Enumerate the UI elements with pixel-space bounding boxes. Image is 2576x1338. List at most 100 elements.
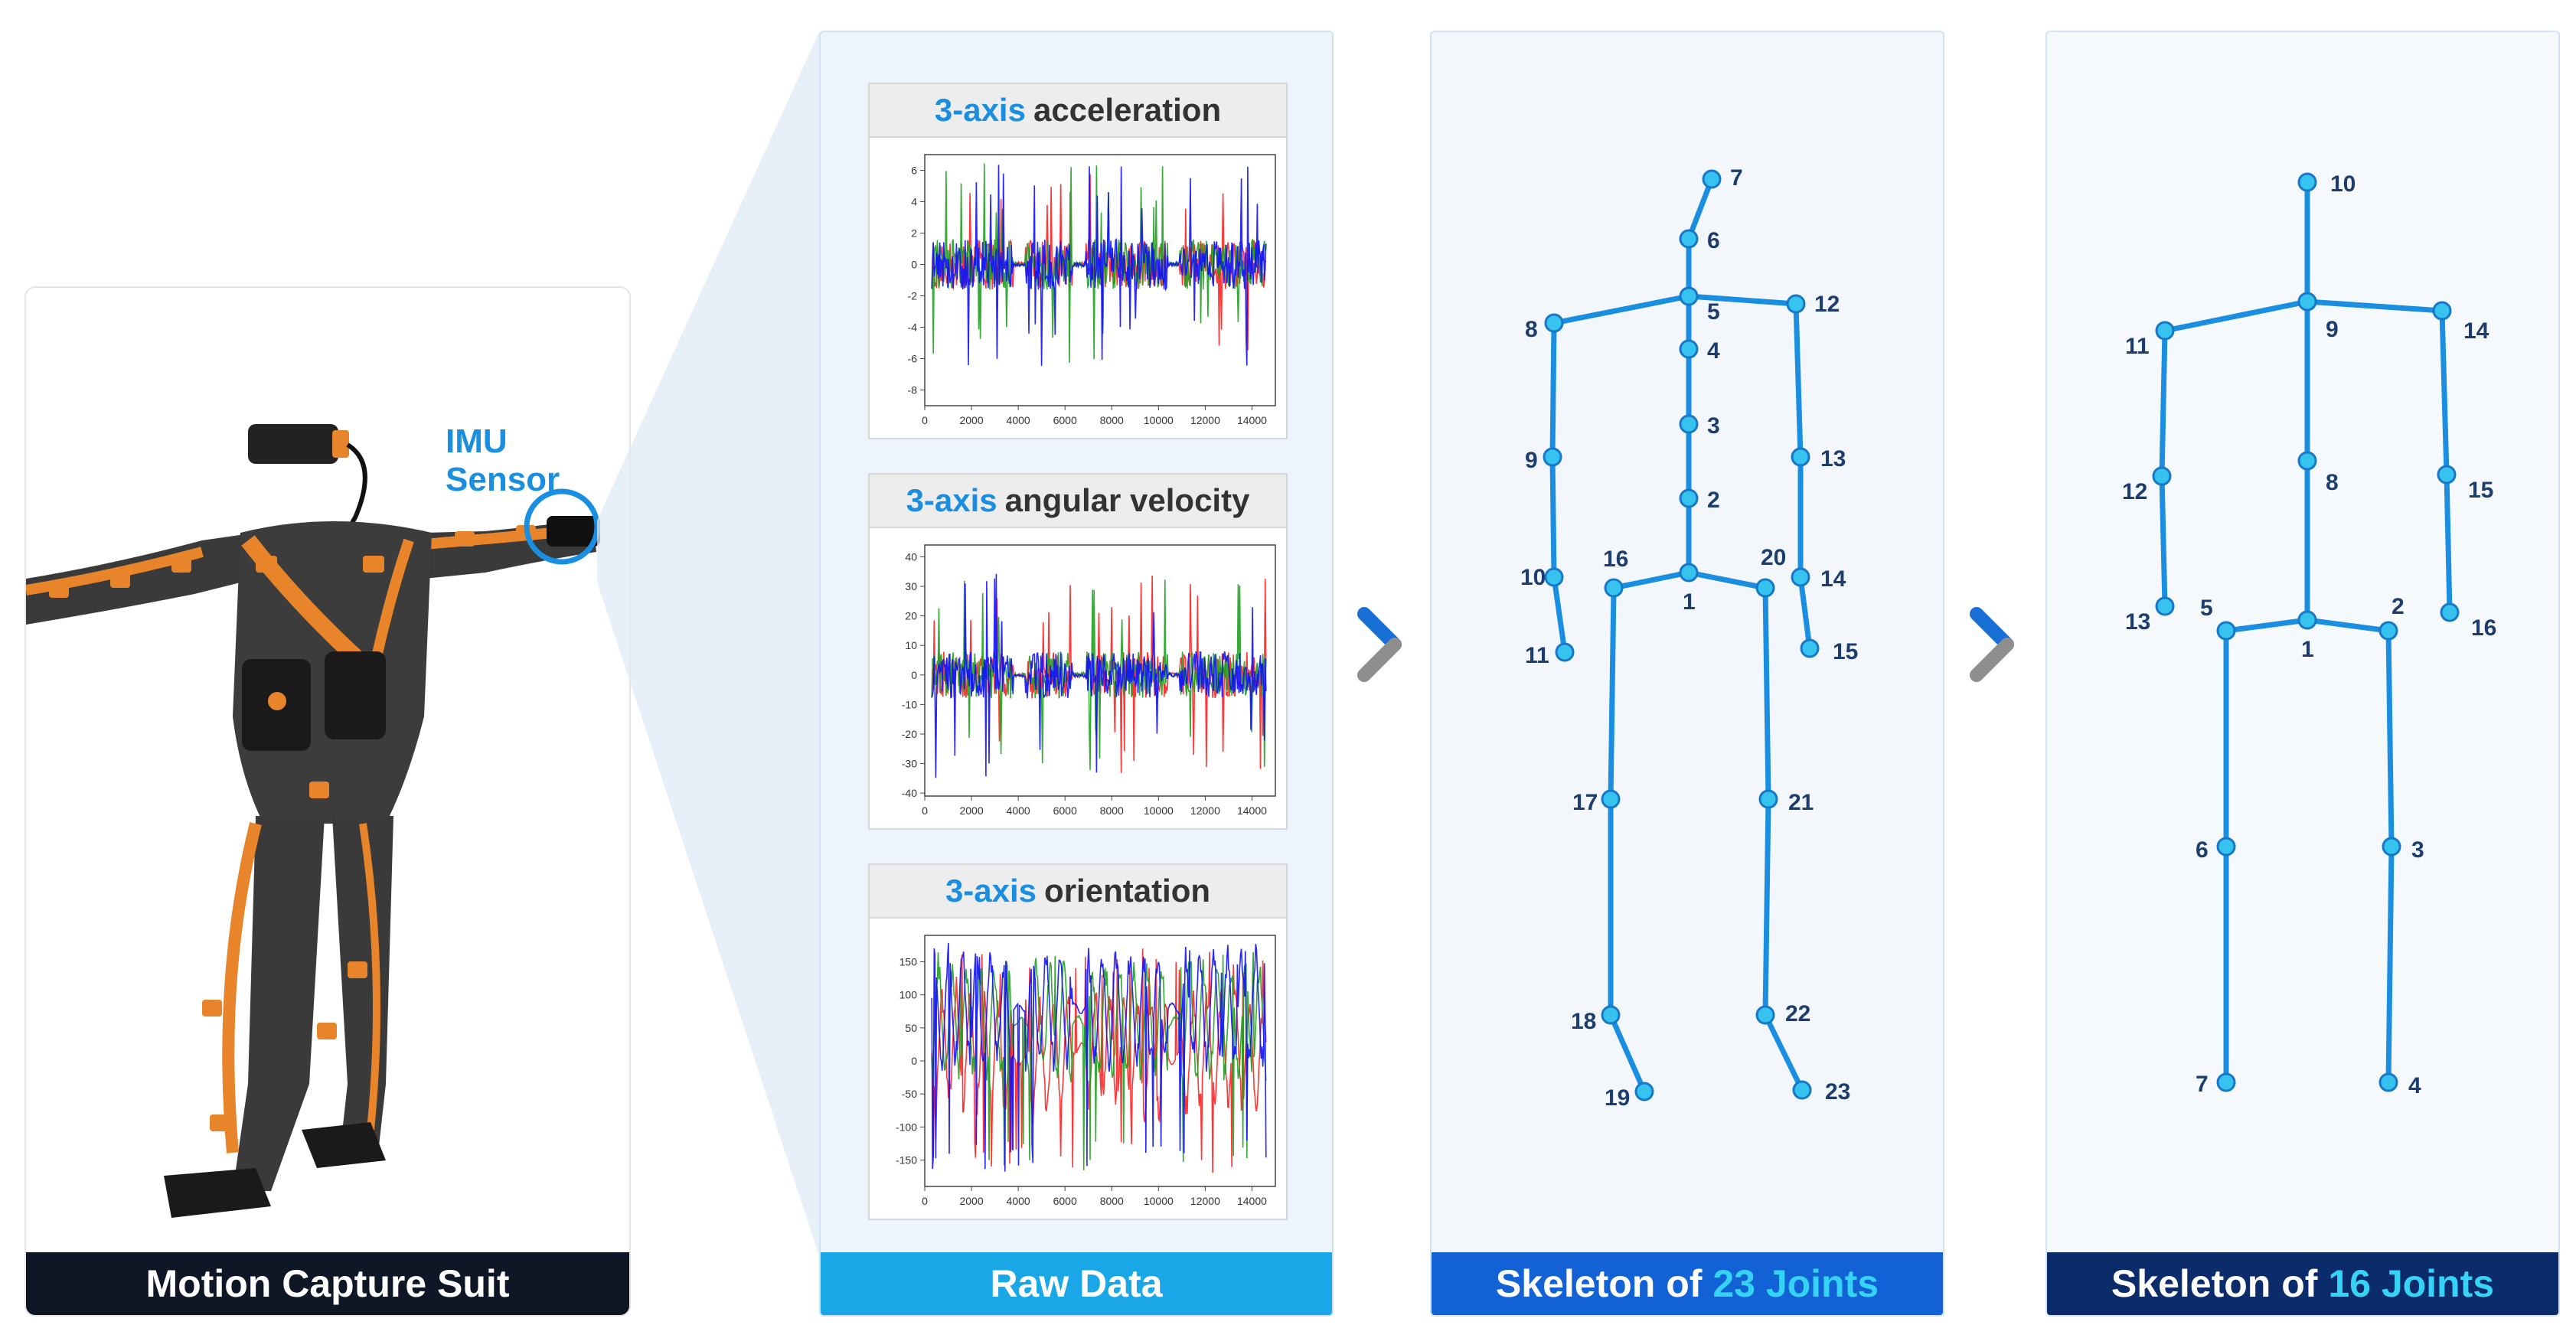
title-highlight: 3-axis [934,92,1026,128]
joint-8 [1544,313,1564,333]
series-line [931,942,1267,1172]
y-tick-label: 100 [899,989,918,1001]
orientation-chart-title: 3-axis orientation [870,865,1286,919]
right-foot [302,1122,386,1168]
joint-14 [2432,301,2452,321]
joint-11 [2155,321,2175,341]
joint-label-3: 3 [1707,413,1720,439]
joint-label-5: 5 [1707,299,1720,325]
joint-label-4: 4 [2408,1073,2421,1098]
y-tick-label: 4 [911,196,917,208]
bone [2304,299,2445,314]
x-tick-label: 14000 [1237,414,1267,426]
joint-label-14: 14 [2463,318,2489,344]
x-tick-label: 2000 [959,414,983,426]
joint-label-16: 16 [2471,615,2496,641]
x-tick-label: 10000 [1144,804,1174,817]
x-tick-label: 4000 [1007,414,1030,426]
joint-5 [1679,286,1699,306]
joint-18 [1601,1005,1621,1025]
joint-label-12: 12 [1814,292,1840,317]
x-tick-label: 14000 [1237,804,1267,817]
y-tick-label: -2 [908,290,918,302]
series-line [931,165,1267,367]
joint-20 [1755,578,1775,598]
joint-23 [1792,1080,1812,1100]
bone [1686,176,1715,242]
y-tick-label: 40 [905,550,917,563]
bone [1551,293,1692,326]
joint-label-1: 1 [2301,637,2314,662]
joint-label-1: 1 [1683,589,1696,615]
bone [1686,569,1768,591]
joint-label-8: 8 [2326,470,2339,495]
joint-1 [2297,610,2317,630]
joint-label-4: 4 [1707,338,1720,364]
joint-label-5: 5 [2200,596,2213,621]
y-tick-label: 10 [905,639,917,651]
y-tick-label: -40 [902,787,917,799]
x-tick-label: 10000 [1144,414,1174,426]
joint-6 [1679,229,1699,249]
joint-10 [1544,567,1564,587]
bone [2439,308,2450,478]
angular-velocity-chart-title: 3-axis angular velocity [870,475,1286,528]
caption-highlight: 16 Joints [2328,1262,2495,1305]
bone [1797,574,1813,651]
x-tick-label: 12000 [1190,414,1220,426]
joint-8 [2297,451,2317,471]
joint-label-10: 10 [1520,565,1546,590]
belt-pack-right [325,651,386,739]
bone [1549,454,1557,580]
y-tick-label: 2 [911,227,917,240]
left-foot [164,1168,271,1218]
bone [2159,328,2168,479]
chevron-right-icon [1357,607,1402,682]
joint-19 [1634,1082,1654,1101]
bone [2444,472,2453,615]
acceleration-chart-title: 3-axis acceleration [870,84,1286,138]
joint-9 [2297,292,2317,312]
joint-4 [2378,1072,2398,1092]
y-tick-label: 0 [911,259,917,271]
series-line [931,951,1267,1170]
x-tick-label: 12000 [1190,804,1220,817]
imu-sensor [547,516,600,547]
joint-label-15: 15 [1833,639,1858,664]
joint-label-11: 11 [2125,334,2150,359]
bone [1762,585,1771,802]
x-tick-label: 6000 [1053,414,1077,426]
bone [2159,473,2168,609]
x-tick-label: 0 [922,414,928,426]
y-tick-label: -20 [902,728,917,740]
joint-label-7: 7 [1730,165,1743,191]
bone [1551,574,1568,655]
x-tick-label: 4000 [1007,804,1030,817]
y-tick-label: -50 [902,1088,917,1100]
joint-label-2: 2 [2392,594,2405,619]
bone [2304,617,2392,634]
bone [1686,293,1799,307]
joint-label-9: 9 [1525,448,1538,473]
joint-label-7: 7 [2196,1072,2209,1097]
joint-label-21: 21 [1788,790,1814,815]
y-tick-label: 0 [911,669,917,681]
x-tick-label: 0 [922,1195,928,1207]
joint-7 [1702,169,1722,189]
joint-2 [1679,488,1699,508]
motion-capture-suit-illustration [26,424,600,1218]
joint-12 [1786,294,1806,314]
x-tick-label: 6000 [1053,1195,1077,1207]
y-tick-label: 150 [899,956,918,968]
joint-label-13: 13 [1820,446,1846,472]
joint-3 [2382,837,2401,857]
imu-sensor-label: IMU Sensor [446,423,560,498]
joint-16 [1604,578,1624,598]
x-tick-label: 12000 [1190,1195,1220,1207]
